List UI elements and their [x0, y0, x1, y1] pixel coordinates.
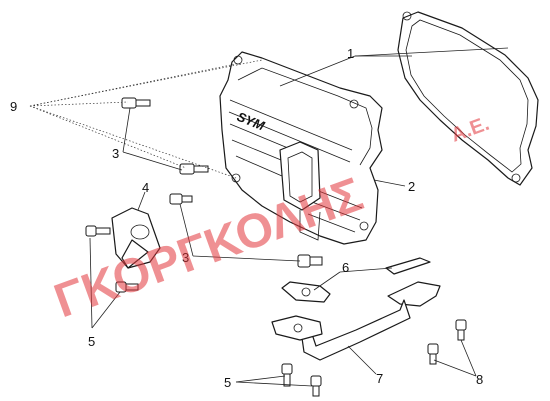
callout-6: 6 — [342, 260, 349, 275]
bolt-part-5-bottom-left — [281, 363, 293, 387]
callout-5-left: 5 — [88, 334, 95, 349]
bolt-part-8-lower — [427, 343, 439, 365]
leader-lines — [29, 47, 509, 387]
bolt-part-3-lower — [297, 254, 323, 268]
callout-8: 8 — [476, 372, 483, 387]
bolt-part-5-bottom-right — [310, 375, 322, 397]
bolt-part-8-upper — [455, 319, 467, 341]
bolt-part-3-middle — [179, 163, 209, 175]
bolt-part-5-upper — [85, 225, 111, 237]
callout-5-bottom: 5 — [224, 375, 231, 390]
watermark-text: ΓΚΟΡΓΚΟΛΗΣ — [48, 168, 370, 328]
joint-part-4 — [111, 207, 161, 269]
callout-9: 9 — [10, 99, 17, 114]
callout-7: 7 — [376, 371, 383, 386]
bolt-part-5-lower — [115, 281, 139, 293]
gasket-part-1 — [397, 11, 539, 186]
callout-1: 1 — [347, 46, 354, 61]
callout-4: 4 — [142, 180, 149, 195]
head-cover-part-2: SYM — [219, 51, 383, 245]
bolt-part-3-upper — [121, 97, 151, 109]
callout-numbers: 1 2 3 3 4 5 5 6 7 8 9 — [10, 46, 483, 390]
bolt-part-3-lower-left — [169, 193, 193, 205]
callout-2: 2 — [408, 179, 415, 194]
callout-3-lower: 3 — [182, 250, 189, 265]
callout-3-upper: 3 — [112, 146, 119, 161]
pipe-part-7 — [271, 281, 441, 361]
